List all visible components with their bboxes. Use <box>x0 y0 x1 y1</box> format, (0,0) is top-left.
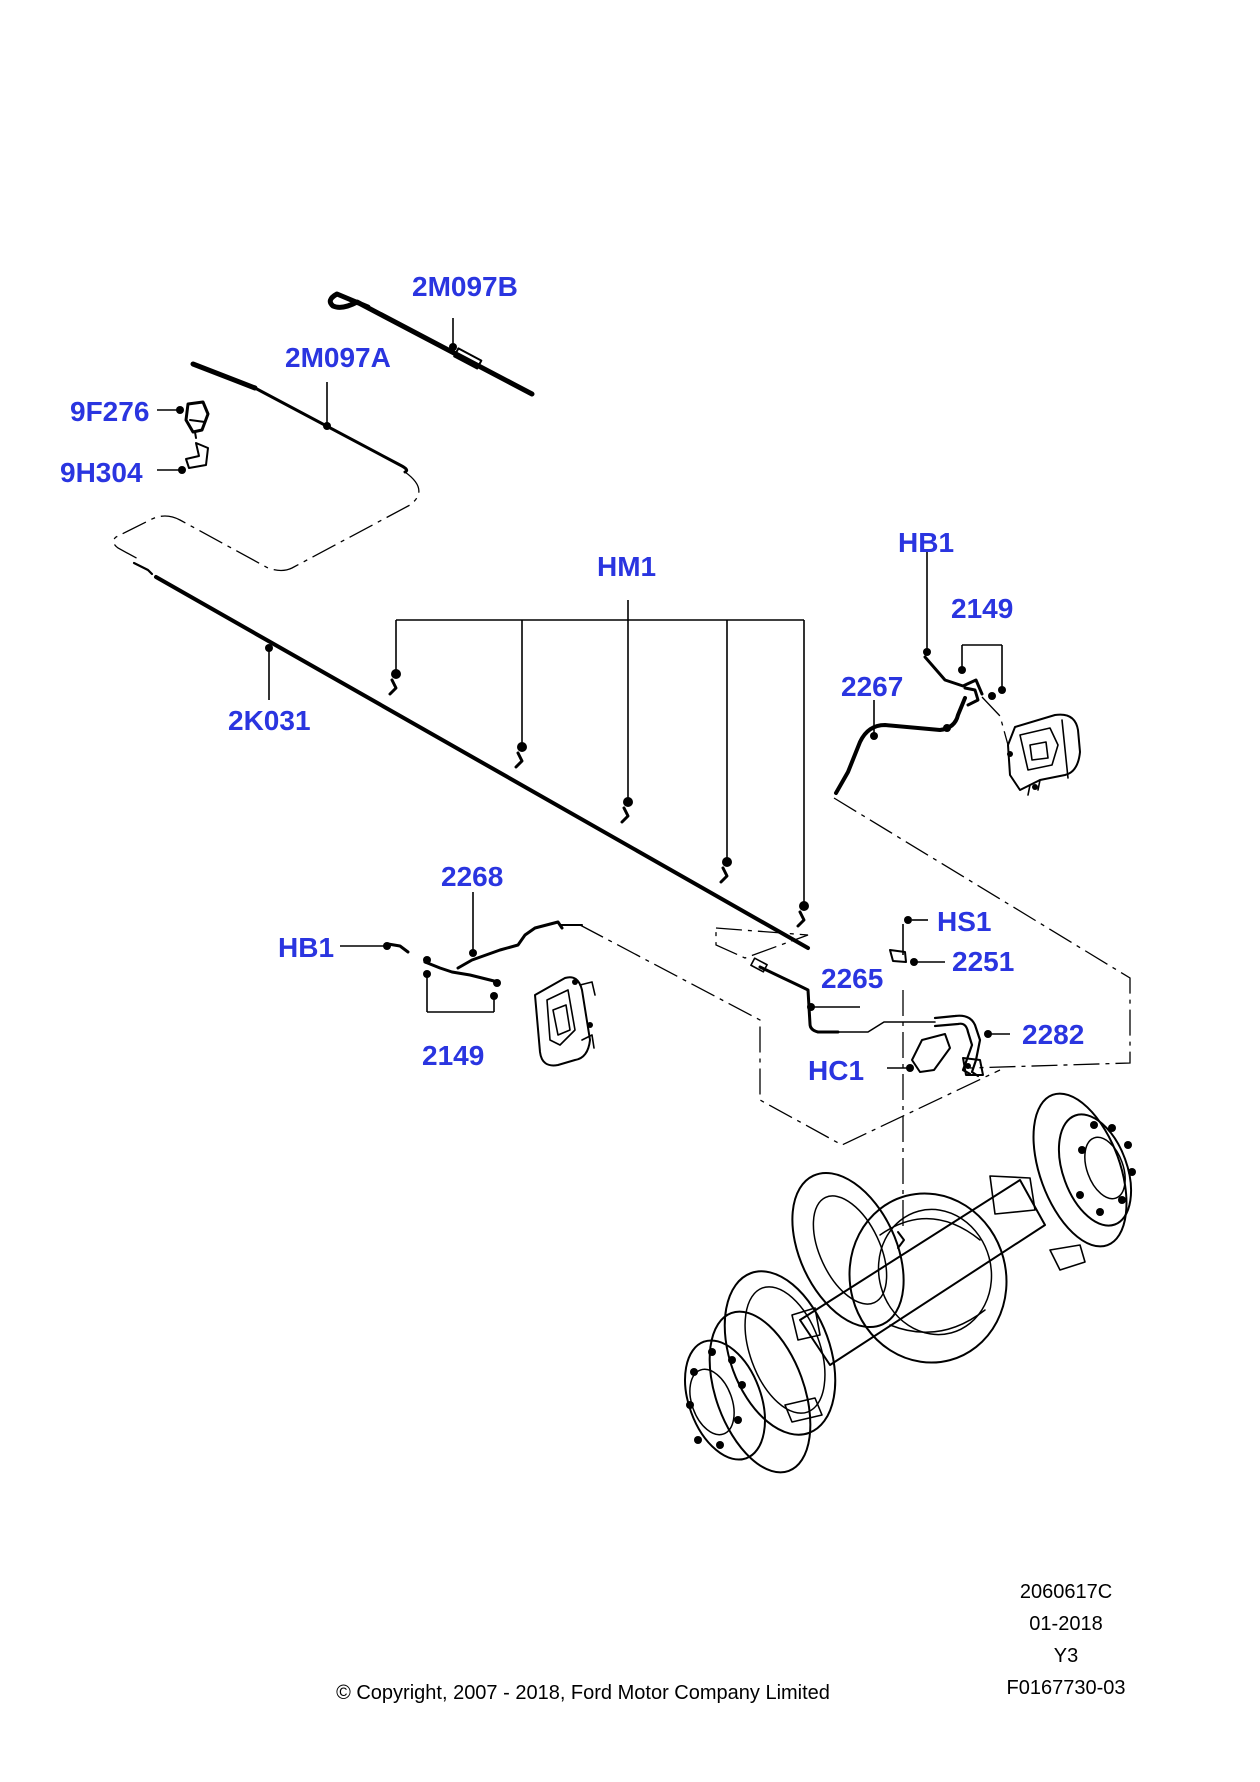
callout-9h304: 9H304 <box>60 457 143 488</box>
hose-bracket-hb1-left <box>340 942 496 983</box>
routing-phantom-lines <box>112 471 1131 1232</box>
callout-2m097b: 2M097B <box>412 271 518 302</box>
callout-2m097a: 2M097A <box>285 342 391 373</box>
diagram-revision: Y3 <box>1054 1645 1078 1667</box>
parking-brake-cable-2m097b <box>327 291 535 397</box>
diagram-reference: F0167730-03 <box>1007 1677 1126 1699</box>
callout-2149-left: 2149 <box>422 1040 484 1071</box>
callout-labels: 2M097B 2M097A 9F276 9H304 2K031 HM1 HB1 … <box>60 271 1084 1086</box>
callout-hb1-left: HB1 <box>278 932 334 963</box>
hose-bracket-hb1-right <box>923 550 984 707</box>
callout-2265: 2265 <box>821 963 883 994</box>
callout-hb1-right: HB1 <box>898 527 954 558</box>
callout-2268: 2268 <box>441 861 503 892</box>
brake-hose-2282 <box>933 1014 1010 1078</box>
hose-spring-hs1 <box>902 916 928 955</box>
callout-2k031: 2K031 <box>228 705 311 736</box>
callout-hm1: HM1 <box>597 551 656 582</box>
rear-axle-assembly <box>684 1092 1136 1474</box>
callout-9f276: 9F276 <box>70 396 149 427</box>
brake-caliper-left <box>534 976 596 1067</box>
parking-brake-actuator-9f276 <box>157 400 210 439</box>
brake-hose-2268 <box>456 892 583 970</box>
callout-hs1: HS1 <box>937 906 991 937</box>
hose-clip-hc1 <box>887 1033 951 1073</box>
brake-hose-2267 <box>834 696 967 795</box>
bracket-2251 <box>889 949 945 966</box>
parking-brake-cable-2k031 <box>132 561 810 950</box>
callout-2267: 2267 <box>841 671 903 702</box>
bracket-9h304 <box>157 442 209 474</box>
callout-2251: 2251 <box>952 946 1014 977</box>
copyright-notice: © Copyright, 2007 - 2018, Ford Motor Com… <box>336 1682 830 1704</box>
callout-hc1: HC1 <box>808 1055 864 1086</box>
diagram-date: 01-2018 <box>1029 1613 1102 1635</box>
callout-2149-right: 2149 <box>951 593 1013 624</box>
diagram-number: 2060617C <box>1020 1581 1112 1603</box>
parking-brake-cable-2m097a <box>190 361 409 474</box>
title-block: 2060617C 01-2018 Y3 F0167730-03 © Copyri… <box>336 1581 1125 1704</box>
brake-caliper-right <box>981 696 1081 796</box>
hm1-clip-leaders <box>388 600 809 928</box>
bolts-2149-left <box>423 956 501 1013</box>
bolts-2149-right <box>958 644 1006 700</box>
brake-hose-2265 <box>750 957 936 1034</box>
callout-2282: 2282 <box>1022 1019 1084 1050</box>
